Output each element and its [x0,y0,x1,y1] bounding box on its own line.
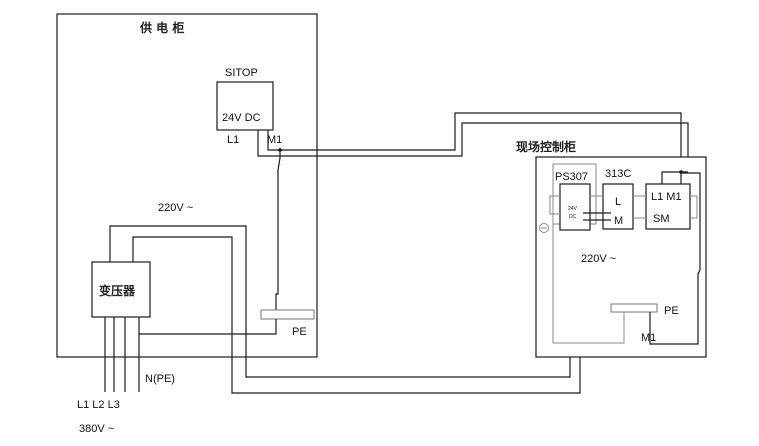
ground-icon [539,223,549,233]
transformer-box [91,261,151,318]
transformer-label: 变压器 [99,283,136,298]
ps307-label: PS307 [555,171,588,183]
wire-220v-b [132,230,581,394]
cpu-label: 313C [605,168,631,180]
neutral-label: N(PE) [145,373,175,385]
field-voltage-label: 220V ~ [581,253,616,265]
mains-voltage-label: 380V ~ [79,423,114,435]
phases-label: L1 L2 L3 [77,399,120,411]
supply-pe-label: PE [292,326,307,338]
sm-box [645,183,691,230]
sm-label: SM [653,213,670,225]
wire-m1-to-pe-field [649,172,701,345]
sitop-box [216,81,274,131]
supply-voltage-label: 220V ~ [158,202,193,214]
sitop-m1: M1 [267,134,282,146]
ps307-24v: 24V [568,206,578,212]
field-cabinet-title: 现场控制柜 [516,139,576,154]
supply-cabinet-title: 供 电 柜 [139,20,184,35]
ps-ground-link [549,195,560,215]
wire-m1-to-pe [275,150,281,310]
sm-side-link [690,195,698,219]
wire-24v-l1 [257,122,689,172]
field-m1-label: M1 [641,332,656,344]
cpu-m: M [614,215,623,227]
cpu-box [602,183,634,230]
pe-bar-supply [260,309,315,320]
field-pe-label: PE [664,305,679,317]
sitop-l1: L1 [227,134,239,146]
sm-terminals: L1 M1 [651,191,682,203]
sitop-label: SITOP [225,67,258,79]
cpu-l: L [615,196,621,208]
wire-neutral-pe [138,317,277,335]
sitop-output: 24V DC [222,112,261,124]
ground-to-pe [552,224,625,344]
wire-24v-m1 [267,112,682,172]
ps307-dc: DC [569,214,577,220]
pe-bar-field [610,303,658,313]
ps307-box [559,183,591,231]
